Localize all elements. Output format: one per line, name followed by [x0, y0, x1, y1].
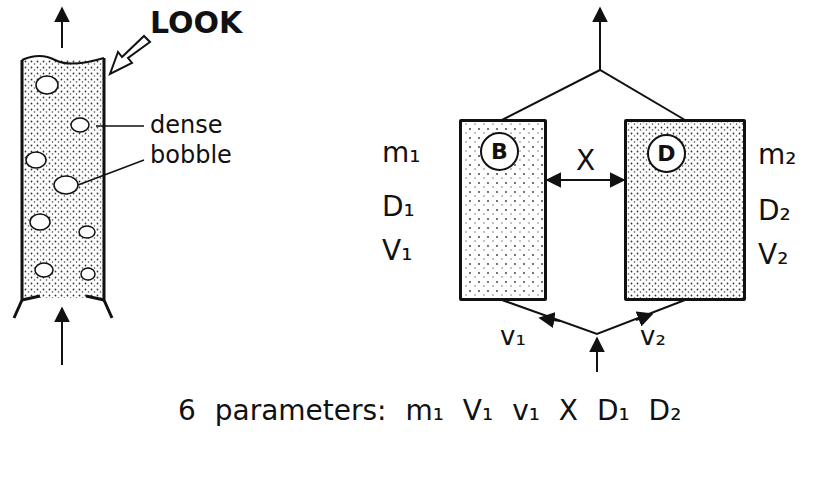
- circled-letter: D: [647, 134, 686, 173]
- bubbling-tube: [14, 8, 112, 365]
- parameter-symbol: V₁: [382, 236, 412, 267]
- flow-symbol: v₁: [500, 322, 526, 351]
- parameter-symbol: m₁: [382, 138, 421, 169]
- outflow-lines: [502, 8, 685, 120]
- part-label: bobble: [150, 142, 232, 168]
- double-arrow: [547, 179, 624, 181]
- part-label: dense: [150, 112, 222, 138]
- look-note: LOOK: [150, 6, 242, 39]
- dense-phase-box: D: [624, 119, 746, 301]
- leader-line: [96, 125, 144, 127]
- parameter-list: 6 parameters: m₁ V₁ v₁ X D₁ D₂: [178, 396, 681, 427]
- parameter-symbol: D₁: [382, 192, 415, 223]
- bubble-phase-box: B: [459, 119, 547, 301]
- parameter-symbol: m₂: [758, 140, 797, 171]
- circled-letter: B: [480, 132, 519, 171]
- sparse-stipple: [462, 122, 544, 298]
- flow-symbol: v₂: [640, 322, 666, 351]
- leader-line: [78, 160, 144, 185]
- dense-stipple: [627, 122, 743, 298]
- look-arrow: [110, 36, 150, 74]
- parameter-symbol: V₂: [758, 240, 788, 271]
- distance-symbol: X: [574, 146, 597, 177]
- inflow-lines: [502, 300, 685, 372]
- parameter-symbol: D₂: [758, 196, 791, 227]
